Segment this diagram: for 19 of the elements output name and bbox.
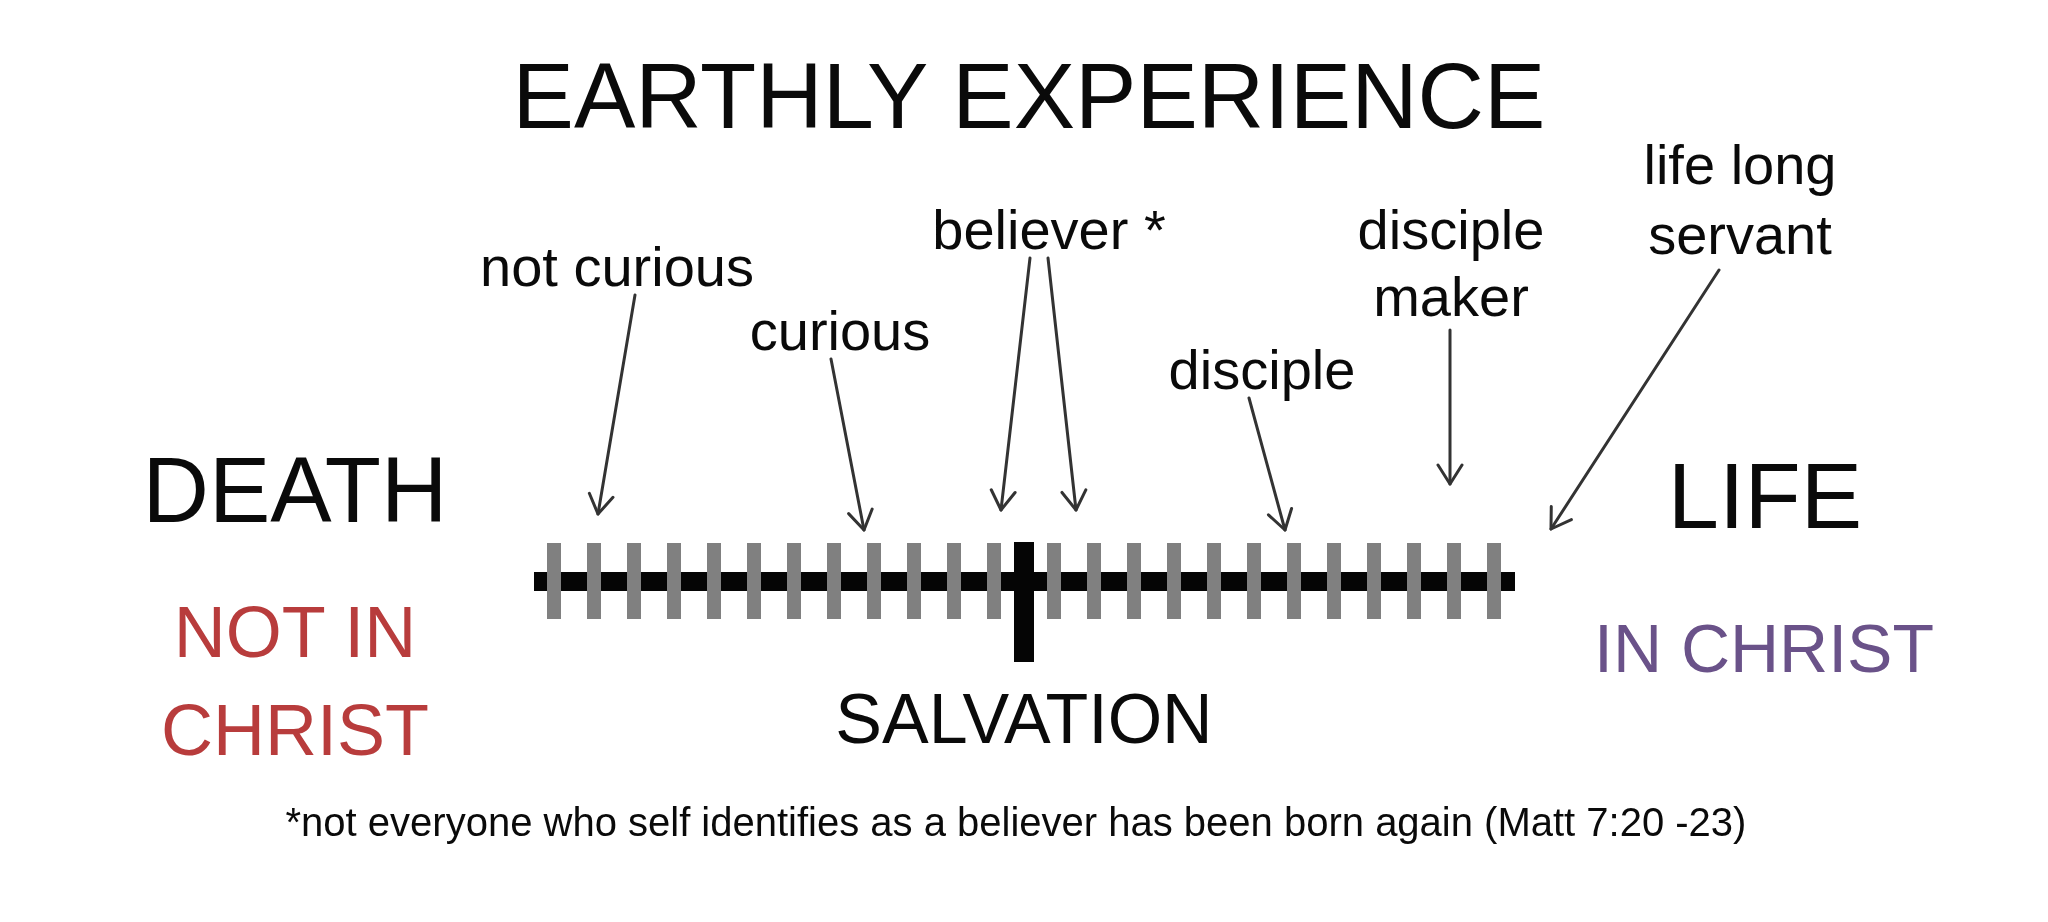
stage-label: curious — [749, 303, 931, 359]
stage-label: life long servant — [1637, 130, 1843, 270]
side-heading: DEATH — [142, 444, 448, 536]
diagram-title: EARTHLY EXPERIENCE — [512, 50, 1546, 142]
arrow — [989, 256, 1032, 512]
arrow — [1046, 256, 1088, 512]
side-subheading: NOT IN CHRIST — [160, 591, 430, 772]
arrow — [1247, 396, 1294, 532]
arrow — [587, 293, 637, 516]
arrow — [1436, 328, 1464, 486]
arrow — [1549, 268, 1721, 531]
arrow — [829, 357, 874, 532]
stage-label: not curious — [480, 239, 754, 295]
side-subheading: IN CHRIST — [1594, 614, 1934, 682]
side-heading: LIFE — [1667, 450, 1863, 542]
stage-label: disciple maker — [1357, 196, 1545, 330]
footnote: *not everyone who self identifies as a believer has been born again (Matt 7:20 -23) — [285, 799, 1747, 846]
stage-label: believer * — [932, 202, 1166, 258]
cross-label: SALVATION — [835, 684, 1213, 754]
